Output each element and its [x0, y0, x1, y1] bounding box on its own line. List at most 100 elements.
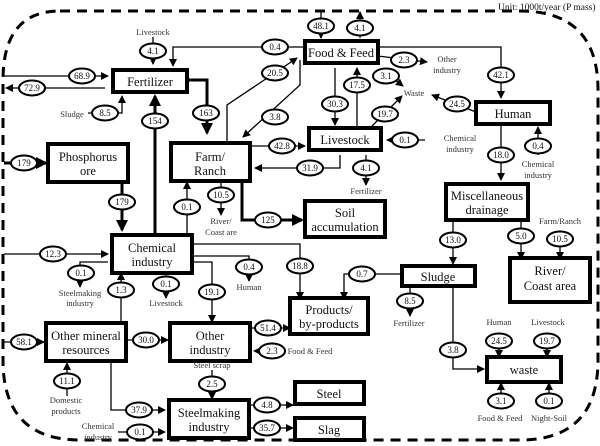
- svg-text:68.9: 68.9: [74, 71, 90, 81]
- node-farm-ranch: Farm/ Ranch: [169, 141, 252, 183]
- svg-text:industry: industry: [524, 170, 553, 180]
- svg-text:8.5: 8.5: [99, 108, 111, 118]
- flow-value-farm-to-river: 10.5: [207, 186, 235, 204]
- svg-text:0.1: 0.1: [75, 268, 86, 278]
- label-livestock-3: Livestock: [531, 317, 565, 327]
- svg-text:179: 179: [115, 197, 129, 207]
- svg-text:Steelmaking: Steelmaking: [178, 406, 241, 420]
- svg-text:Livestock: Livestock: [320, 133, 370, 147]
- svg-text:accumulation: accumulation: [311, 220, 379, 234]
- label-steel-scrap: Steel scrap: [193, 360, 230, 370]
- svg-text:Fertilizer: Fertilizer: [127, 75, 174, 89]
- flow-value-human-to-waste-b: 24.5: [485, 332, 513, 350]
- svg-text:by-products: by-products: [299, 317, 359, 331]
- svg-text:ore: ore: [80, 164, 96, 178]
- svg-text:0.4: 0.4: [243, 262, 255, 272]
- label-livestock: Livestock: [136, 27, 170, 37]
- flow-value-livestock-to-food: 17.5: [343, 76, 371, 94]
- svg-text:Miscellaneous: Miscellaneous: [451, 189, 523, 203]
- svg-text:35.7: 35.7: [259, 423, 275, 433]
- label-food-feed-2: Food & Feed: [478, 413, 524, 423]
- label-fertilizer-2: Fertilizer: [393, 318, 424, 328]
- svg-text:waste: waste: [510, 363, 539, 377]
- svg-text:industry: industry: [190, 343, 232, 357]
- svg-text:2.5: 2.5: [206, 379, 218, 389]
- flow-value-steelmaking-to-slag: 35.7: [253, 419, 281, 437]
- node-chemical-industry: Chemical industry: [110, 233, 194, 275]
- svg-text:0.1: 0.1: [160, 279, 171, 289]
- svg-text:10.5: 10.5: [552, 234, 568, 244]
- svg-text:17.5: 17.5: [349, 80, 365, 90]
- flow-value-mineral-to-steelmaking: 37.9: [125, 401, 153, 419]
- svg-text:18.0: 18.0: [493, 150, 509, 160]
- system-boundary: [1, 9, 600, 442]
- svg-text:58.1: 58.1: [16, 337, 32, 347]
- flow-value-livestock-to-fertilizer-b: 4.1: [352, 159, 380, 177]
- svg-text:0.1: 0.1: [543, 396, 554, 406]
- flow-value-food-to-livestock: 30.3: [321, 95, 349, 113]
- svg-text:10.5: 10.5: [213, 190, 229, 200]
- flow-value-food-to-fertilizer: 0.4: [261, 38, 289, 56]
- svg-text:13.0: 13.0: [445, 235, 461, 245]
- svg-text:Other mineral: Other mineral: [51, 329, 121, 343]
- svg-text:37.9: 37.9: [131, 405, 147, 415]
- node-other-industry: Other industry: [168, 321, 252, 363]
- svg-text:18.8: 18.8: [292, 261, 308, 271]
- node-soil-accumulation: Soil accumulation: [303, 199, 387, 239]
- svg-text:5.0: 5.0: [515, 231, 527, 241]
- svg-text:20.5: 20.5: [267, 68, 283, 78]
- node-steel: Steel: [293, 380, 366, 406]
- flow-value-chem-to-livestock-b: 0.1: [152, 275, 180, 293]
- label-chemical-industry-3: Chemical: [82, 421, 115, 431]
- flow-value-import-food: 48.1: [307, 17, 335, 35]
- node-river-coast-area: River/ Coast area: [508, 256, 592, 304]
- flow-value-chem-to-other-industry: 19.1: [198, 283, 226, 301]
- flow-value-drainage-to-sludge: 13.0: [439, 231, 467, 249]
- flow-value-mineral-to-other-industry: 30.0: [132, 331, 160, 349]
- svg-text:3.1: 3.1: [495, 396, 506, 406]
- label-other-industry: Other: [437, 54, 457, 64]
- flow-value-chem-to-livestock: 0.1: [391, 131, 419, 149]
- flow-value-farm-to-food: 20.5: [261, 64, 289, 82]
- svg-text:drainage: drainage: [465, 203, 508, 217]
- svg-text:products: products: [51, 406, 80, 416]
- flow-value-food-to-farm: 3.8: [261, 108, 289, 126]
- svg-text:Farm/: Farm/: [195, 150, 225, 164]
- flow-value-other-industry-to-products: 51.4: [254, 319, 282, 337]
- svg-text:42.1: 42.1: [493, 70, 509, 80]
- label-domestic-products: Domestic: [50, 395, 83, 405]
- flow-value-drainage-to-river: 5.0: [507, 227, 535, 245]
- svg-text:163: 163: [199, 108, 213, 118]
- svg-text:3.1: 3.1: [380, 71, 391, 81]
- label-chemical-industry-2: Chemical: [522, 159, 555, 169]
- flow-value-sludge-to-fertilizer: 8.5: [91, 104, 119, 122]
- svg-text:resources: resources: [62, 343, 109, 357]
- node-slag: Slag: [293, 416, 366, 442]
- svg-text:industry: industry: [84, 432, 113, 442]
- label-farm-ranch: Farm/Ranch: [539, 216, 582, 226]
- svg-text:51.4: 51.4: [260, 323, 276, 333]
- unit-label: Unit: 1000t/year (P mass): [498, 2, 596, 13]
- node-livestock: Livestock: [307, 126, 383, 152]
- label-chemical-industry: Chemical: [444, 133, 477, 143]
- svg-text:Sludge: Sludge: [421, 270, 456, 284]
- node-phosphorus-ore: Phosphorus ore: [46, 142, 130, 184]
- svg-text:125: 125: [261, 215, 275, 225]
- svg-text:0.4: 0.4: [269, 42, 281, 52]
- svg-text:industry: industry: [189, 420, 231, 434]
- flow-value-chem-to-steelmaking: 0.1: [67, 264, 95, 282]
- flow-value-ore-to-chem: 179: [108, 193, 136, 211]
- svg-text:River/: River/: [534, 264, 566, 278]
- svg-text:0.7: 0.7: [356, 269, 368, 279]
- flow-value-food-to-waste-b: 3.1: [487, 392, 515, 410]
- svg-text:Human: Human: [495, 107, 533, 121]
- flow-value-import-ore: 179: [10, 154, 38, 172]
- svg-text:12.3: 12.3: [45, 249, 61, 259]
- svg-text:1.3: 1.3: [115, 285, 127, 295]
- flow-value-farm-to-soil: 125: [254, 211, 282, 229]
- node-steelmaking-industry: Steelmaking industry: [167, 398, 251, 440]
- svg-text:19.7: 19.7: [539, 336, 555, 346]
- flow-value-import-chem: 12.3: [39, 245, 67, 263]
- flow-value-domestic-to-mineral: 11.1: [53, 372, 81, 390]
